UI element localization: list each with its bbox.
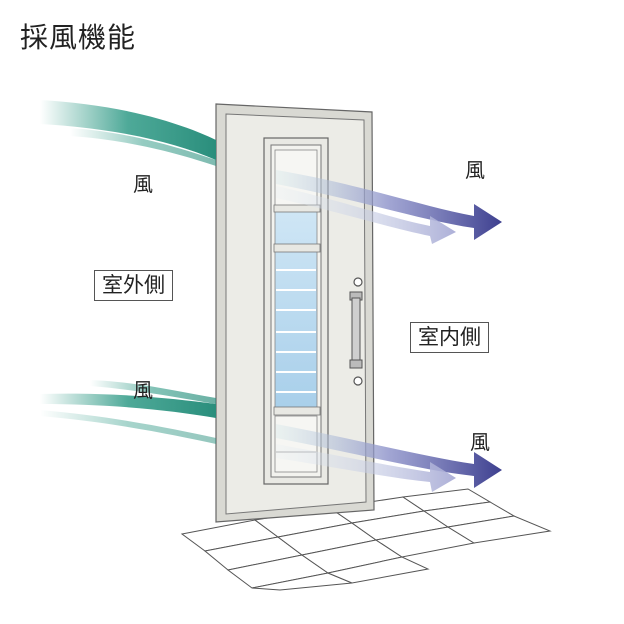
wind-label-lower-right: 風 [470,430,490,454]
wind-arrow-lower-inside [276,424,502,492]
indoor-side-label: 室内側 [410,322,489,354]
wind-label-upper-right: 風 [465,158,485,182]
wind-stream-upper-outside [40,100,216,166]
wind-label-upper-left: 風 [133,172,153,196]
wind-arrow-upper-inside [276,170,502,244]
wind-stream-lower-outside [40,380,216,444]
door-handle [349,277,363,386]
wind-label-lower-left: 風 [133,378,153,402]
floor-tiles [180,488,552,591]
page-title: 採風機能 [20,21,137,54]
outdoor-side-label: 室外側 [94,270,173,302]
